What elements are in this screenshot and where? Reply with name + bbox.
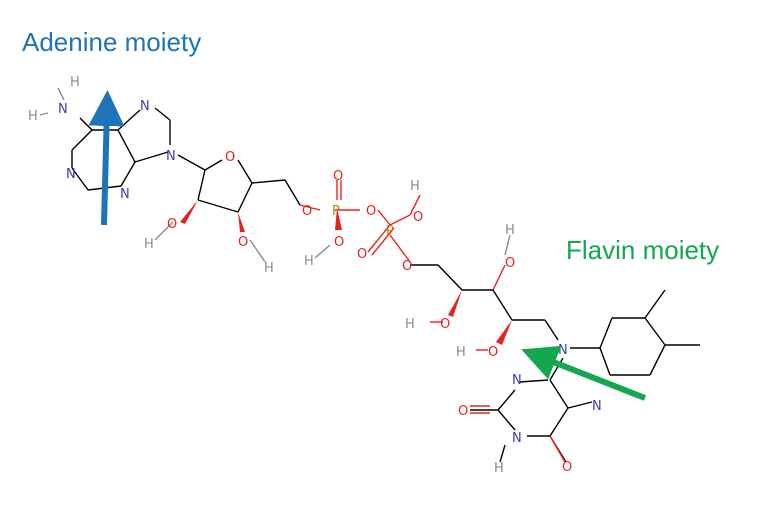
atom-o: O (366, 204, 376, 219)
atom-o: O (413, 210, 423, 225)
atom-o: O (334, 235, 344, 250)
adenine-moiety-label: Adenine moiety (22, 27, 202, 57)
flavin-arrow (521, 345, 647, 401)
atom-h: H (304, 254, 314, 269)
atom-n: N (166, 149, 176, 164)
flavin-moiety-label: Flavin moiety (566, 235, 720, 265)
atom-n: N (120, 187, 130, 202)
atom-o: O (458, 404, 468, 419)
atom-h: H (456, 345, 466, 360)
atom-o: O (167, 217, 177, 232)
atom-n: N (140, 99, 150, 114)
atom-o: O (225, 150, 235, 165)
atom-n: N (512, 373, 522, 388)
atom-h: H (405, 317, 415, 332)
atom-h: H (144, 237, 154, 252)
atom-n: N (592, 399, 602, 414)
atom-n: N (66, 167, 76, 182)
atom-p: P (332, 204, 340, 219)
carbon-bonds (71, 107, 700, 463)
atom-h: H (494, 461, 504, 476)
atom-o: O (357, 247, 367, 262)
atom-h: H (28, 109, 38, 124)
atom-o: O (505, 256, 515, 271)
atom-o: O (333, 169, 343, 184)
atom-o: O (238, 235, 248, 250)
atom-n: N (512, 431, 522, 446)
hetero-bonds (39, 87, 566, 463)
atom-o: O (402, 259, 412, 274)
atom-h: H (505, 223, 515, 238)
atom-o: O (302, 204, 312, 219)
atom-n: N (58, 102, 68, 117)
atom-o: O (440, 317, 450, 332)
stereo-wedges (180, 200, 512, 345)
adenine-arrow (88, 90, 125, 226)
atom-h: H (410, 179, 420, 194)
atom-labels: N N N N N N N N N O O O O O O O O O O O … (28, 75, 602, 476)
atom-o: O (562, 460, 572, 475)
atom-h: H (70, 75, 80, 90)
atom-n: N (558, 343, 568, 358)
atom-o: O (488, 345, 498, 360)
atom-p: P (386, 224, 394, 239)
atom-h: H (264, 261, 274, 276)
